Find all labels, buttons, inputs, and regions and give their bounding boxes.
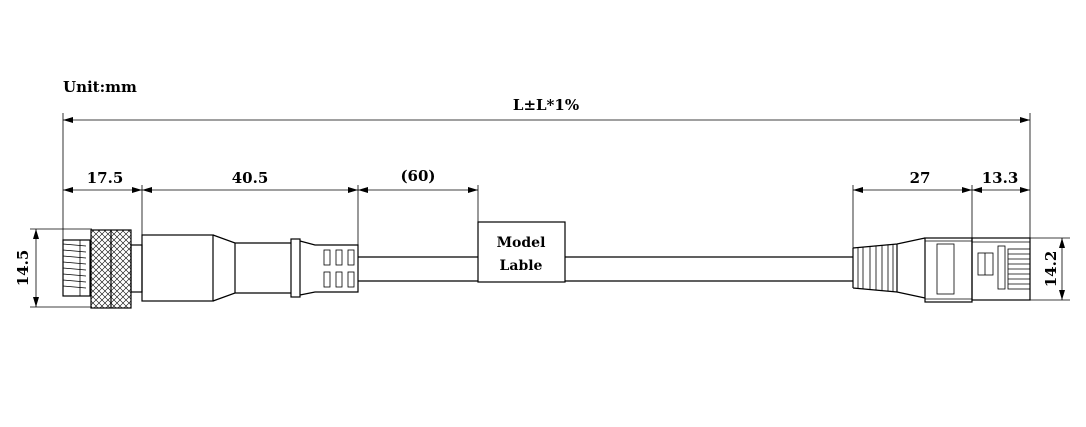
dim-rj45-plug: 13.3 [982, 169, 1019, 187]
rj45-connector [852, 237, 1031, 303]
segment-dimensions: 17.5 40.5 (60) 27 13.3 [63, 167, 1030, 255]
rj45-contacts [1007, 248, 1031, 290]
label-line-model: Model [497, 235, 546, 251]
model-label-box: Model Lable [477, 221, 566, 283]
dim-right-height: 14.2 [1042, 251, 1060, 288]
dim-cable-to-label: (60) [400, 167, 435, 185]
overall-length-dimension: L±L*1% [62, 96, 1031, 250]
cable [358, 256, 853, 282]
left-diameter-dimension: 14.5 [14, 228, 92, 308]
dim-nut-length: 17.5 [87, 169, 124, 187]
right-height-dimension: 14.2 [1030, 237, 1070, 301]
dim-body-length: 40.5 [232, 169, 269, 187]
label-line-lable: Lable [500, 258, 543, 274]
overall-length-text: L±L*1% [513, 96, 579, 114]
m12-female-connector [62, 229, 359, 309]
unit-label: Unit:mm [63, 78, 137, 96]
dim-left-diameter: 14.5 [14, 250, 32, 287]
dim-rj45-boot: 27 [910, 169, 931, 187]
